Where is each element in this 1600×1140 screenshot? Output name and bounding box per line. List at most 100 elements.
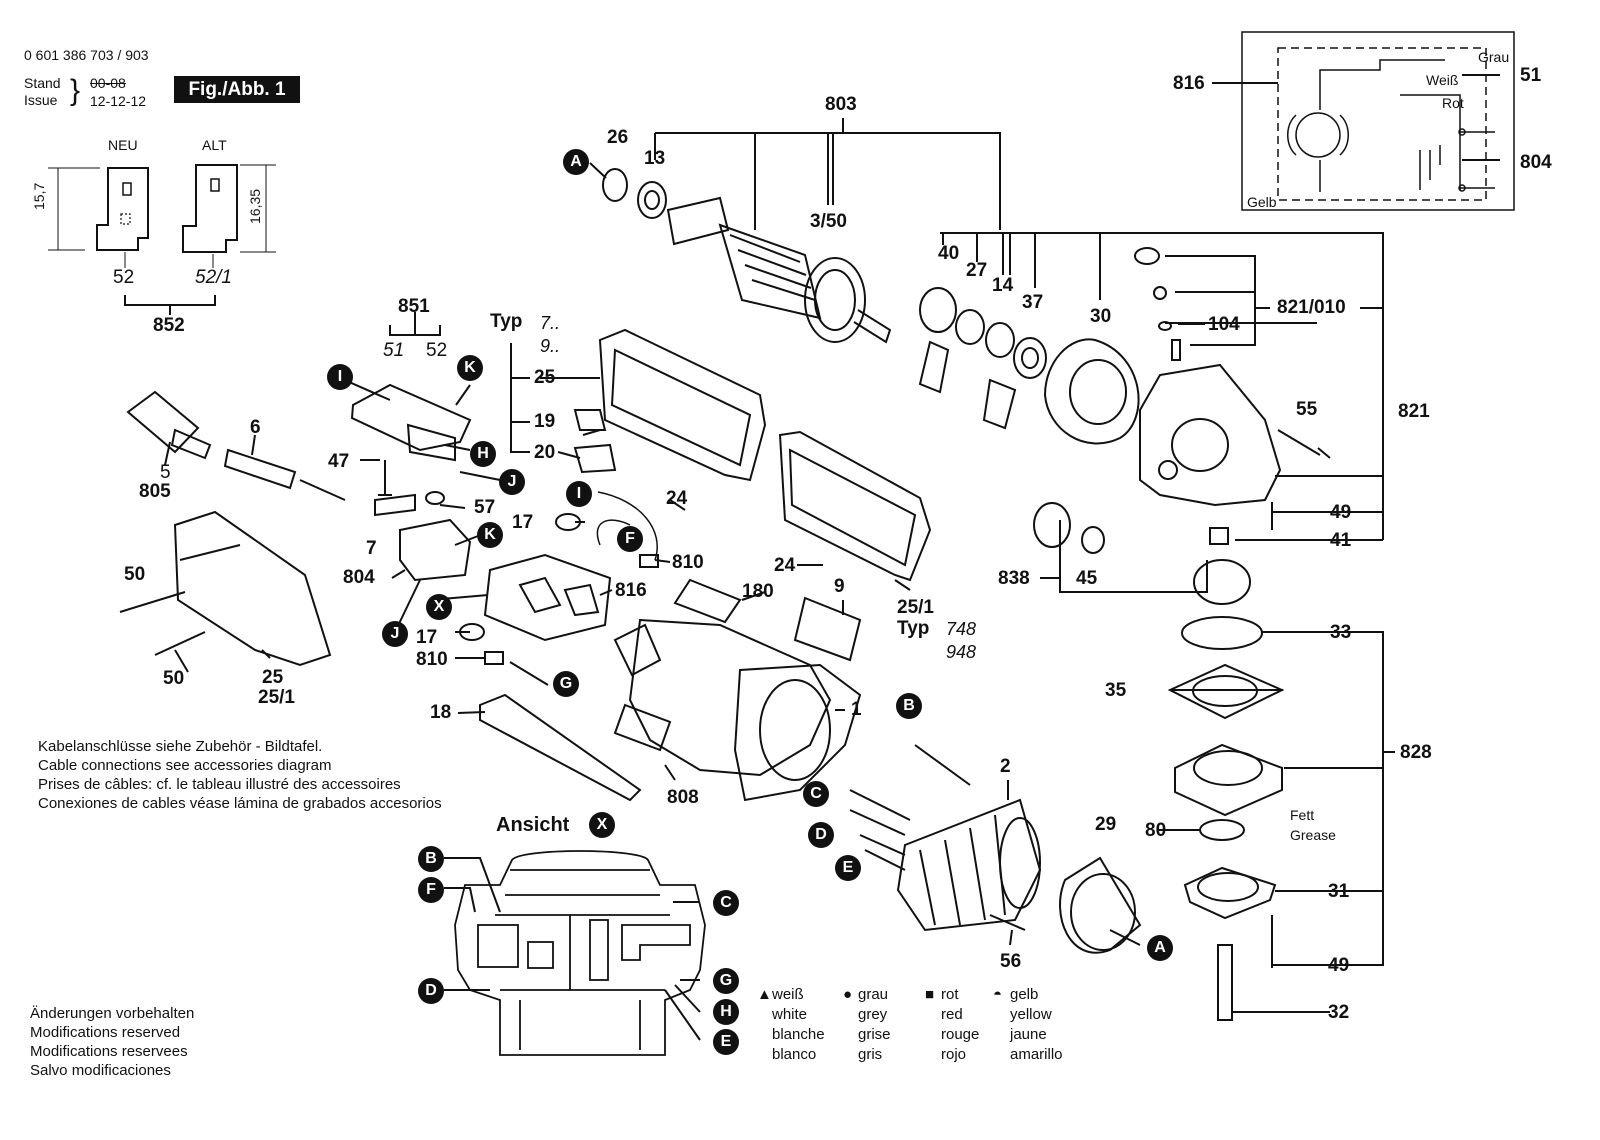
legend-yellow-de: gelb	[1010, 986, 1039, 1003]
wiring-diagram	[1241, 31, 1515, 211]
armature-drawing	[666, 196, 892, 344]
marker-f-brush: F	[617, 526, 643, 552]
part-label-852: 852	[153, 315, 185, 336]
screw-47	[378, 460, 392, 496]
dim-right: 16,35	[247, 188, 263, 224]
label-821-010: 821/010	[1277, 297, 1346, 318]
brush-holder-816	[483, 553, 612, 642]
legend-red-es: rojo	[941, 1046, 967, 1063]
label-13: 13	[644, 148, 666, 169]
wire-weiss: Weiß	[1426, 72, 1459, 88]
marker-h-view: H	[713, 999, 739, 1025]
legend-yellow-es: amarillo	[1010, 1046, 1063, 1063]
label-32: 32	[1328, 1002, 1350, 1023]
marker-c-coil: C	[803, 781, 829, 807]
legend-grey-de: grau	[858, 986, 889, 1003]
label-51: 51	[1520, 65, 1542, 86]
legend-grey-en: grey	[858, 1006, 888, 1023]
legend-red-de: rot	[941, 986, 959, 1003]
label-5: 5	[160, 462, 171, 483]
marker-j-lower: J	[382, 621, 408, 647]
terminal-alt-drawing	[182, 164, 276, 268]
marker-d-coil: D	[808, 822, 834, 848]
legend-grey-es: gris	[858, 1046, 883, 1063]
label-20: 20	[534, 442, 556, 463]
label-7: 7	[366, 538, 377, 559]
modifications-de: Änderungen vorbehalten	[30, 1005, 195, 1022]
legend-symbol-white: ▲	[757, 986, 772, 1003]
bracket-852	[124, 295, 216, 315]
label-838: 838	[998, 568, 1030, 589]
neu-label: NEU	[108, 137, 138, 153]
label-180: 180	[742, 581, 774, 602]
field-coil-2	[896, 798, 1042, 932]
bearing-26	[602, 168, 628, 202]
label-9	[793, 596, 862, 662]
label-47: 47	[328, 451, 350, 472]
label-29: 29	[1095, 814, 1117, 835]
marker-g-view: G	[713, 968, 739, 994]
cable-note-en: Cable connections see accessories diagra…	[38, 757, 332, 774]
legend-white-en: white	[772, 1006, 808, 1023]
label-31: 31	[1328, 881, 1350, 902]
guide-18	[479, 693, 642, 802]
label-51-switch: 51	[383, 340, 405, 361]
label-50-top: 50	[124, 564, 146, 585]
grease-de: Fett	[1290, 807, 1315, 823]
gear-housing-821	[1139, 363, 1282, 507]
label-17-bottom: 17	[416, 627, 438, 648]
bearing-13	[637, 181, 667, 219]
plug-5	[126, 390, 212, 460]
label-26: 26	[607, 127, 629, 148]
label-808: 808	[667, 787, 699, 808]
label-25-1-right: 25/1	[897, 597, 934, 618]
label-808	[613, 703, 672, 752]
label-41: 41	[1330, 530, 1352, 551]
marker-i-switch: I	[327, 364, 353, 390]
cable-note-fr: Prises de câbles: cf. le tableau illustr…	[38, 776, 401, 793]
wire-grau: Grau	[1478, 49, 1510, 65]
ansicht-letter-x: X	[589, 812, 615, 838]
marker-b-view: B	[418, 846, 444, 872]
label-9: 9	[834, 576, 845, 597]
legend-grey-fr: grise	[858, 1026, 891, 1043]
spindle-32	[1217, 944, 1233, 1021]
label-2: 2	[1000, 756, 1011, 777]
label-80: 80	[1145, 820, 1167, 841]
bracket-821-group	[940, 232, 1384, 540]
ansicht-x-view	[454, 850, 706, 1056]
label-19: 19	[534, 411, 556, 432]
label-33: 33	[1330, 622, 1352, 643]
label-52-switch: 52	[426, 340, 448, 361]
label-3-50: 3/50	[810, 211, 847, 232]
bracket-821-010	[1165, 255, 1270, 346]
label-24-left: 24	[666, 488, 688, 509]
label-50-bottom: 50	[163, 668, 185, 689]
screw-56	[989, 914, 1026, 931]
washer-80	[1199, 819, 1245, 841]
label-805: 805	[139, 481, 171, 502]
screw-55	[1277, 429, 1331, 459]
label-810-top: 810	[672, 552, 704, 573]
typ-label-bottom: Typ	[897, 618, 930, 639]
handle-half-25	[598, 328, 767, 482]
wire-rot: Rot	[1442, 95, 1464, 111]
label-49-top: 49	[1330, 502, 1352, 523]
dim-left: 15,7	[31, 182, 47, 210]
label-25-cover: 25	[262, 667, 284, 688]
label-104: 104	[1208, 314, 1240, 335]
ansicht-label: Ansicht	[496, 814, 570, 836]
brace-glyph: }	[70, 74, 81, 107]
part-label-52-1: 52/1	[195, 267, 232, 288]
bearing-41	[1209, 527, 1229, 545]
marker-k-lower: K	[477, 522, 503, 548]
legend-yellow-fr: jaune	[1010, 1026, 1047, 1043]
marker-a-bottom: A	[1147, 935, 1173, 961]
switch-851	[350, 383, 472, 462]
label-25-typ: 25	[534, 367, 556, 388]
fan-30	[1043, 338, 1140, 445]
cable-note-es: Conexiones de cables véase lámina de gra…	[38, 795, 442, 812]
marker-j-switch: J	[499, 469, 525, 495]
cable-note-de: Kabelanschlüsse siehe Zubehör - Bildtafe…	[38, 738, 323, 755]
label-803: 803	[825, 94, 857, 115]
